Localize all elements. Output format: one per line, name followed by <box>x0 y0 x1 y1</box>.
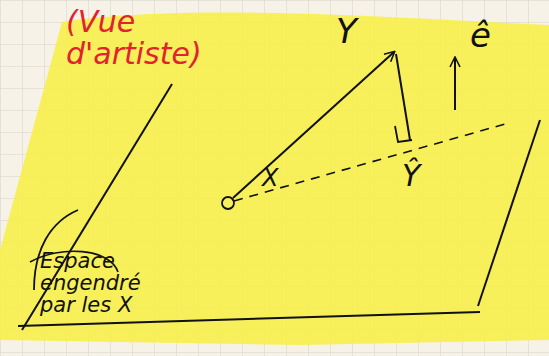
vector-name: X <box>262 166 278 191</box>
vector-name: Y <box>336 14 357 50</box>
unit-vector-name: ê <box>470 18 491 54</box>
title-note: (Vue d'artiste) <box>66 6 216 69</box>
plane-label: Espace engendré par les X <box>40 250 160 316</box>
projection-name: Ŷ <box>402 160 420 192</box>
